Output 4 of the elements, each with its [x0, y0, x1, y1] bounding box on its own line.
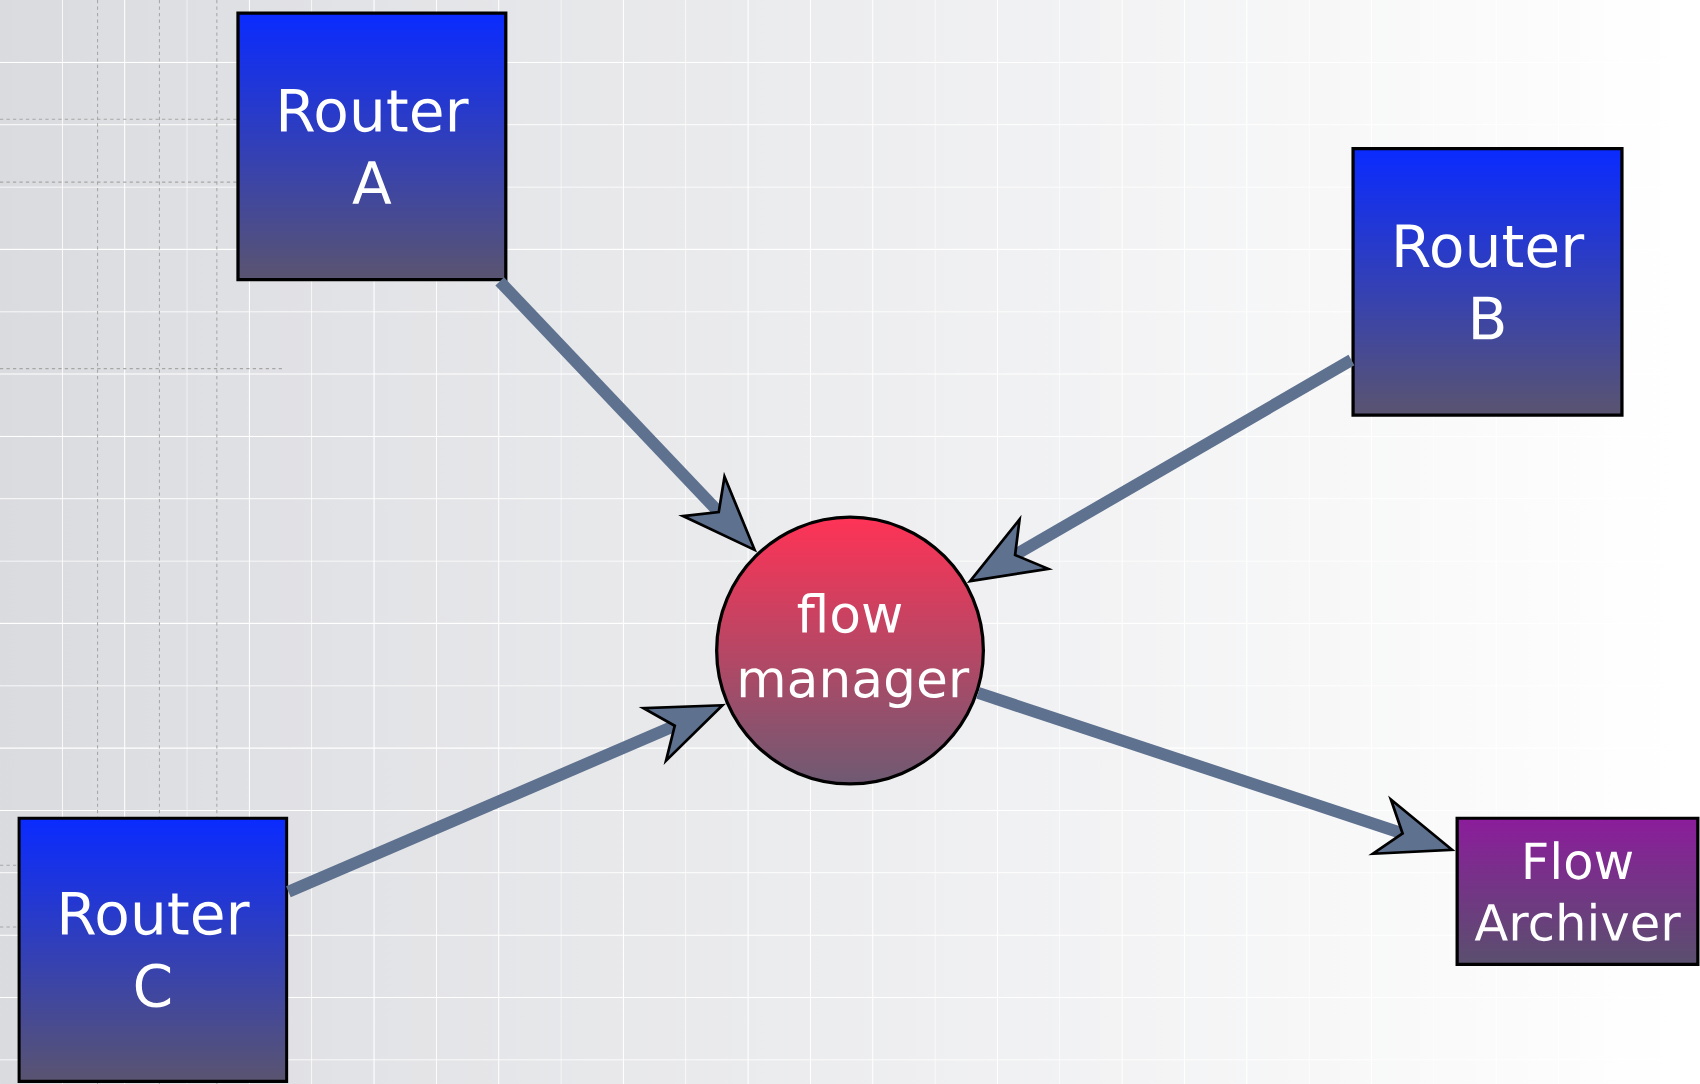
- router-box: Router A: [236, 11, 508, 282]
- router-box: Router B: [1351, 146, 1624, 417]
- router-box: Router C: [17, 816, 289, 1084]
- archiver-box: Flow Archiver: [1455, 816, 1700, 966]
